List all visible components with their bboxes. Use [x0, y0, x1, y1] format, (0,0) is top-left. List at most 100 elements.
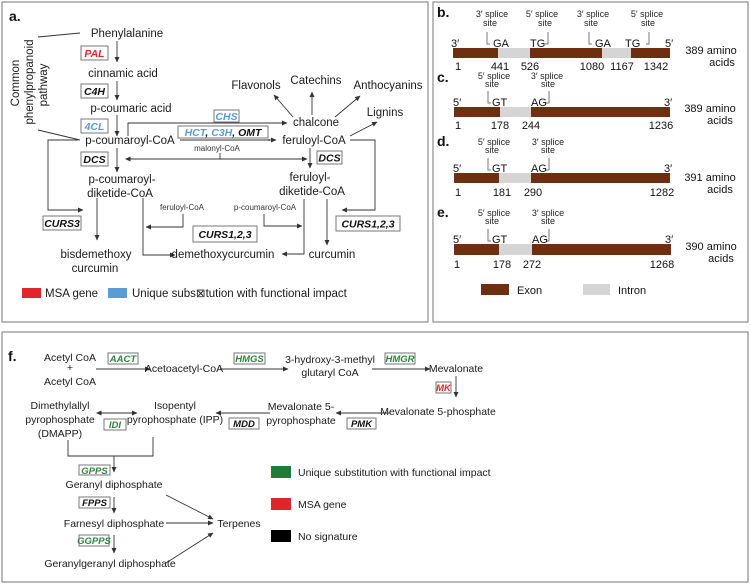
end-right: 3′	[664, 163, 672, 175]
splice: splice	[640, 9, 663, 19]
prime: 3′	[532, 137, 539, 147]
splice: splice	[487, 208, 510, 218]
end-left: 5′	[453, 234, 461, 246]
enzyme-box	[346, 417, 377, 430]
enzyme-box	[228, 417, 260, 430]
arrow	[334, 95, 361, 118]
enzyme-box	[80, 151, 109, 167]
exon	[531, 107, 670, 117]
label-malonyl-coa: malonyl-CoA	[194, 144, 240, 153]
position: 1	[455, 61, 461, 73]
splice-motif: AG	[531, 163, 547, 175]
arrow	[281, 199, 305, 257]
site-label: site	[538, 18, 552, 28]
compound-hmg-coa: 3-hydroxy-3-methyl	[285, 354, 375, 366]
enzyme-c4h: C4H	[84, 86, 105, 98]
exon	[453, 48, 498, 58]
position: 1236	[649, 120, 673, 132]
compound-hmg-coa: glutaryl CoA	[301, 367, 358, 379]
splice-bracket	[487, 91, 491, 104]
arrow-curs3-route	[47, 139, 84, 213]
prime: 5′	[478, 71, 485, 81]
label-feruloyl-coa: feruloyl-CoA	[160, 203, 205, 212]
arrow	[263, 214, 303, 229]
position: 244	[522, 120, 540, 132]
site-label: site	[541, 79, 555, 89]
enzyme-fpps: FPPS	[82, 498, 107, 509]
exon	[454, 173, 499, 183]
site-label: site	[485, 79, 499, 89]
splice: splice	[586, 9, 609, 19]
enzyme-curs123: CURS1,2,3	[198, 229, 251, 241]
splice-site-label: 5′ splice	[631, 9, 663, 19]
splice-motif: GA	[595, 38, 612, 50]
prime: 3′	[577, 9, 584, 19]
splice-site-label: 5′ splice	[478, 137, 510, 147]
panel-label: e.	[437, 204, 449, 220]
separator: ,	[204, 127, 211, 139]
compound-ipp: Isopentyl	[154, 400, 196, 412]
gene-structure-b: b. 3′ splice site 5′ splice site 3′ spli…	[437, 4, 737, 73]
site-label: site	[485, 216, 499, 226]
legend-swatch-exon	[481, 284, 509, 295]
compound-phenylalanine: Phenylalanine	[91, 28, 163, 40]
compound-flavonols: Flavonols	[231, 80, 280, 92]
intron	[498, 48, 530, 58]
enzyme-aact: AACT	[109, 354, 138, 365]
legend-swatch-unique	[108, 288, 127, 298]
splice: splice	[535, 9, 558, 19]
gene-structure-e: e. 5′ splice site 3′ splice site GT AG 5…	[437, 204, 737, 271]
splice-bracket	[646, 32, 650, 45]
splice-motif: GT	[492, 97, 508, 109]
panel-label: b.	[437, 4, 449, 20]
side-label: Common phenylpropanoid pathway	[10, 39, 50, 124]
position: 1	[455, 120, 461, 132]
label-p-coumaroyl-coa: p-coumaroyl-CoA	[234, 203, 297, 212]
arrow	[165, 494, 214, 520]
splice-bracket	[545, 32, 549, 45]
protein-length: 391 amino	[684, 172, 735, 184]
splice-motif: TG	[625, 38, 640, 50]
arrow	[273, 94, 294, 118]
prime: 5′	[478, 208, 485, 218]
compound-feruloyl-diketide: feruloyl-	[290, 172, 331, 184]
enzyme-box	[316, 150, 343, 165]
site-label: site	[485, 145, 499, 155]
splice-motif: AG	[531, 97, 547, 109]
exon	[631, 48, 670, 58]
end-right: 3′	[665, 234, 673, 246]
exon	[532, 244, 671, 255]
arrow	[142, 198, 176, 258]
prime: 5′	[526, 9, 533, 19]
merge-line	[67, 437, 154, 457]
enzyme-c3h: C3H	[211, 127, 232, 139]
enzyme-box	[80, 118, 109, 134]
gene-structure-c: c. 5′ splice site 3′ splice site GT AG 5…	[437, 69, 736, 132]
compound-cinnamic-acid: cinnamic acid	[88, 68, 158, 80]
prime: 5′	[478, 137, 485, 147]
enzyme-idi: IDI	[109, 420, 122, 431]
splice: splice	[541, 137, 564, 147]
splice-bracket	[487, 229, 491, 242]
position: 526	[521, 61, 539, 73]
compound-p-coumaroyl-coa: p-coumaroyl-CoA	[85, 135, 175, 147]
end-left: 3′	[451, 38, 459, 50]
intron	[499, 244, 532, 255]
enzyme-box	[213, 109, 240, 123]
splice-motif: AG	[532, 234, 548, 246]
position: 1080	[580, 61, 604, 73]
position: 1268	[650, 259, 674, 271]
enzyme-box	[78, 534, 110, 547]
panel-label: d.	[437, 133, 449, 149]
splice-site-label: 5′ splice	[478, 71, 510, 81]
enzyme-box	[107, 352, 139, 365]
prime: 5′	[631, 9, 638, 19]
position: 1282	[650, 187, 674, 199]
enzyme-pmk: PMK	[351, 419, 373, 430]
compound-dmapp: pyrophosphate	[25, 414, 95, 426]
splice-motif: GT	[492, 234, 508, 246]
protein-length: 389 amino	[684, 103, 735, 115]
enzyme-gpps: GPPS	[81, 466, 108, 477]
bracket-line	[37, 32, 81, 38]
legend-swatch-msa	[271, 498, 291, 510]
